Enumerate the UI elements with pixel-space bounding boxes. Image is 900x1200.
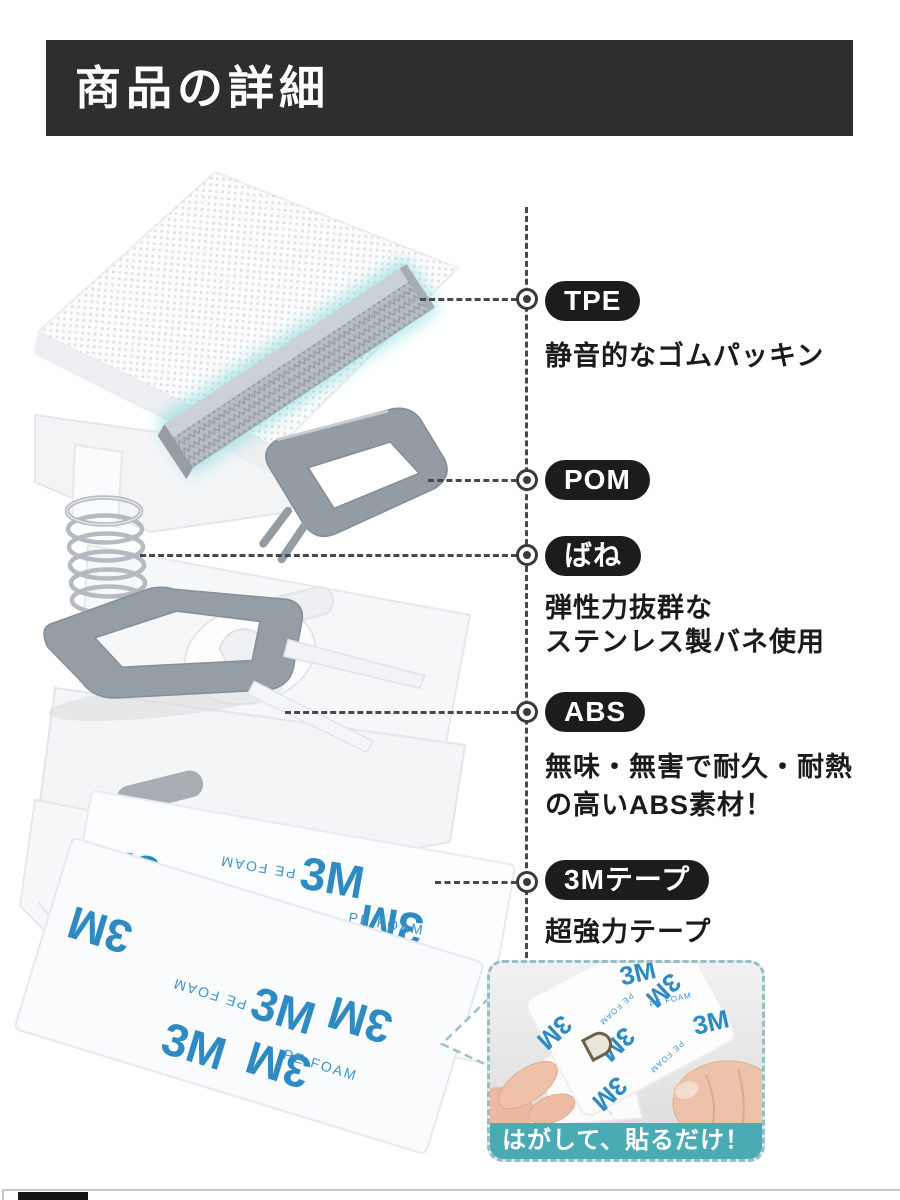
marker-dot <box>523 708 531 716</box>
badge-pom: POM <box>545 460 650 500</box>
section-divider-tick <box>2 1189 4 1200</box>
section-divider <box>2 1189 900 1191</box>
leader-tape <box>435 881 517 884</box>
badge-tape: 3Mテープ <box>545 860 710 900</box>
d-ring-hole <box>580 1031 613 1063</box>
marker-tape <box>516 871 538 893</box>
desc-abs-line2: の高いABS素材！ <box>545 790 774 820</box>
badge-abs: ABS <box>545 692 646 732</box>
marker-dot <box>523 476 531 484</box>
section-header-bar: 商品の詳細 <box>46 40 853 136</box>
marker-abs <box>516 701 538 723</box>
peel-stick-photo: 3M 3M 3M 3M 3M 3M PE FOAM PE FOAM PE FOA… <box>490 963 762 1146</box>
desc-tpe: 静音的なゴムパッキン <box>545 341 825 371</box>
tape-logo: 3M <box>296 846 368 908</box>
badge-spring: ばね <box>545 536 642 576</box>
marker-pom <box>516 469 538 491</box>
next-section-header-stub <box>18 1192 88 1200</box>
leader-abs <box>285 711 517 714</box>
desc-abs-line1: 無味・無害で耐久・耐熱 <box>545 752 853 782</box>
inset-tape-pad: 3M 3M 3M 3M 3M 3M PE FOAM PE FOAM PE FOA… <box>526 963 736 1117</box>
left-hand <box>490 1061 576 1135</box>
section-title: 商品の詳細 <box>75 62 330 114</box>
marker-dot <box>523 878 531 886</box>
exploded-diagram: 3M 3M 3M 3M 3M PE FOAM PE FOAM PE FOAM 3… <box>14 170 516 1154</box>
tpe-strip <box>157 259 438 480</box>
peel-stick-inset: 3M 3M 3M 3M 3M 3M PE FOAM PE FOAM PE FOA… <box>487 960 765 1162</box>
desc-tape: 超強力テープ <box>545 917 712 947</box>
leader-tpe <box>420 298 517 301</box>
inset-pointer-tail <box>439 995 491 1068</box>
latch-clip <box>43 586 426 754</box>
marker-tpe <box>516 288 538 310</box>
leader-pom <box>428 479 517 482</box>
desc-spring-line2: ステンレス製バネ使用 <box>545 627 825 657</box>
marker-spring <box>516 544 538 566</box>
badge-tpe: TPE <box>545 281 641 321</box>
connector-vertical-line <box>525 207 528 958</box>
tape-sheet-lower: 3M 3M 3M 3M 3M PE FOAM PE FOAM <box>14 837 484 1154</box>
marker-dot <box>523 551 531 559</box>
pom-clip <box>259 407 448 564</box>
inset-caption: はがして、貼るだけ！ <box>490 1123 762 1159</box>
leader-spring <box>140 554 517 557</box>
marker-dot <box>523 295 531 303</box>
desc-spring-line1: 弾性力抜群な <box>545 593 713 623</box>
